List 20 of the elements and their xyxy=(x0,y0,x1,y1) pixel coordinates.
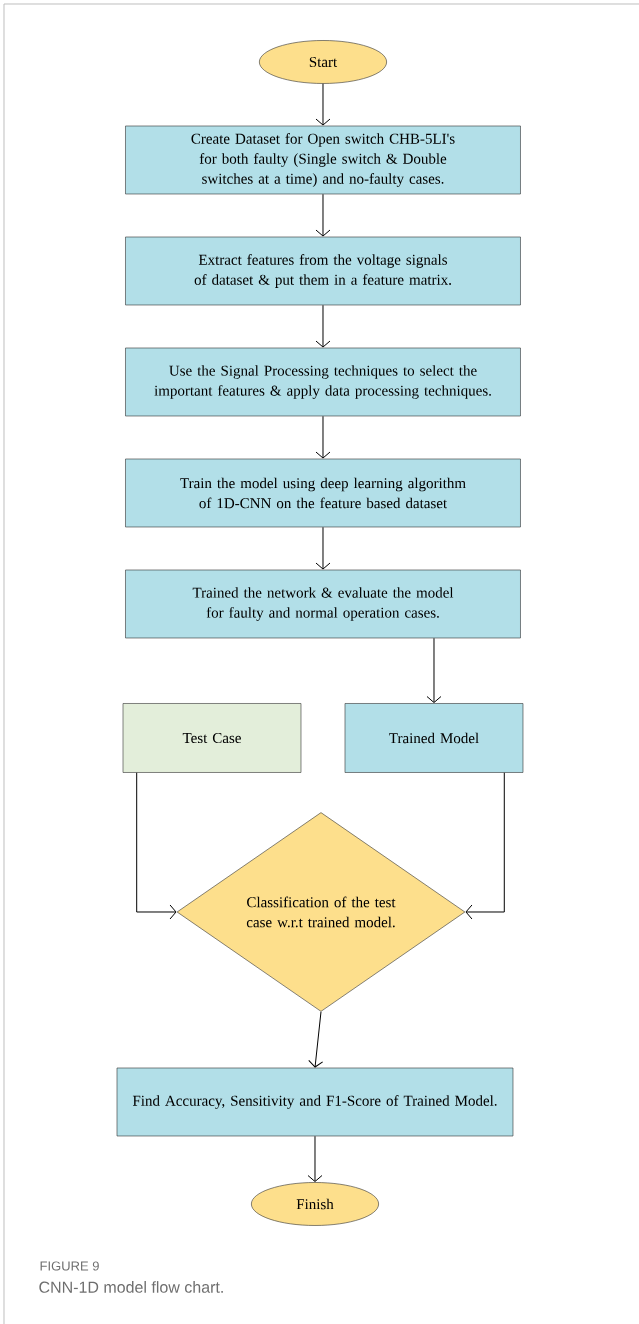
process-box: Train the model using deep learning algorithm of 1D-CNN on the feature based dataset xyxy=(125,458,521,528)
process-box: Find Accuracy, Sensitivity and F1-Score of Trained Model. xyxy=(116,1067,514,1137)
arrow xyxy=(465,772,505,920)
arrow xyxy=(426,637,442,704)
arrow xyxy=(308,1011,324,1068)
figure-number: FIGURE 9 xyxy=(40,1261,99,1271)
process-box: Create Dataset for Open switch CHB-5LI's for both faulty (Single switch & Double switches at a time) and no-faulty cases. xyxy=(125,125,521,195)
arrow xyxy=(315,415,331,459)
process-box: Use the Signal Processing techniques to select the important features & apply data processing techniques. xyxy=(125,347,521,417)
caption: CNN-1D model flow chart. xyxy=(39,1281,223,1293)
model-box: Trained Model xyxy=(344,703,524,773)
arrow xyxy=(315,304,331,348)
input-box: Test Case xyxy=(122,703,302,773)
arrow xyxy=(307,1135,323,1183)
process-box: Extract features from the voltage signals of dataset & put them in a feature matrix. xyxy=(125,236,521,306)
arrow xyxy=(136,772,177,920)
process-box: Trained the network & evaluate the model for faulty and normal operation cases. xyxy=(125,569,521,639)
arrow xyxy=(315,83,331,126)
arrow xyxy=(315,193,331,237)
arrow xyxy=(315,526,331,570)
